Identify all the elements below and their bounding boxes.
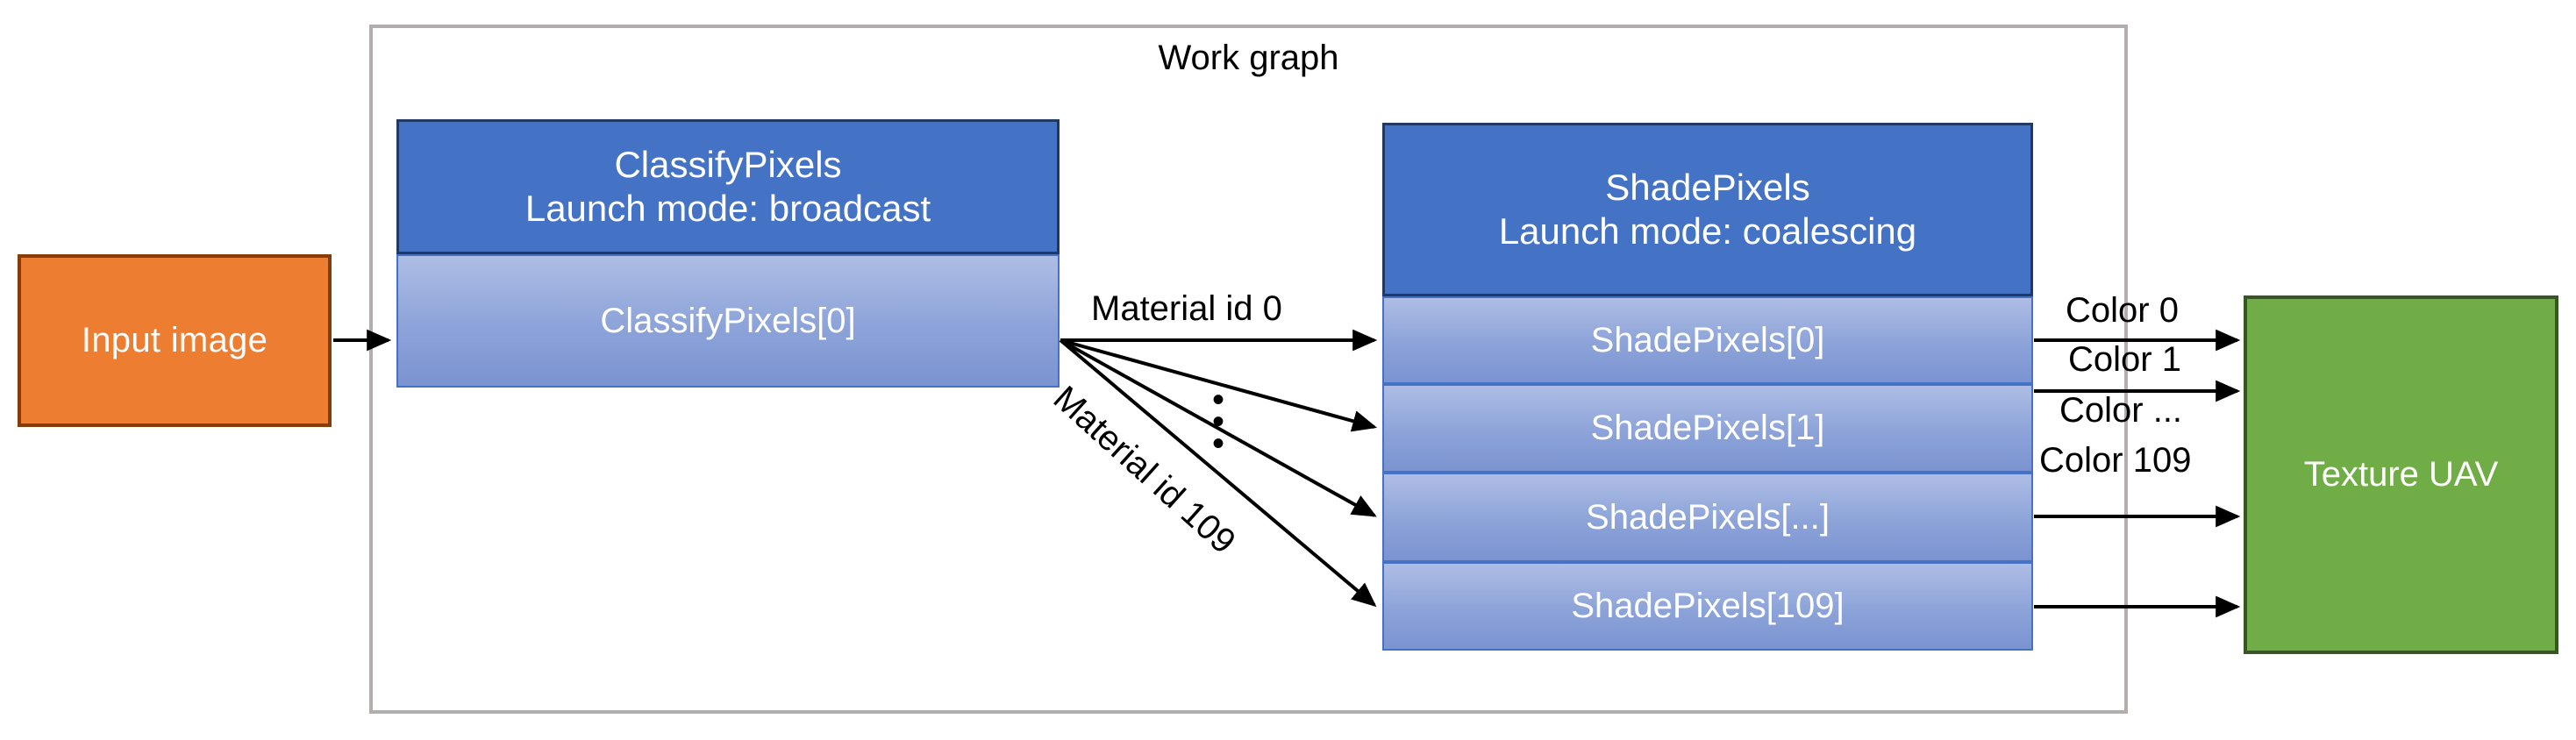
- classify-pixels-header[interactable]: ClassifyPixels Launch mode: broadcast: [396, 119, 1060, 254]
- shade-pixels-instance-row[interactable]: ShadePixels[...]: [1382, 473, 2033, 562]
- edge-label-material-id-0: Material id 0: [1091, 289, 1282, 328]
- shade-pixels-name: ShadePixels: [1605, 167, 1810, 209]
- ellipsis-dot: •: [1212, 402, 1225, 441]
- shade-pixels-instance-row[interactable]: ShadePixels[1]: [1382, 384, 2033, 473]
- classify-pixels-launch-mode: Launch mode: broadcast: [524, 188, 931, 229]
- work-graph-container: [369, 25, 2128, 714]
- texture-uav-node[interactable]: Texture UAV: [2244, 295, 2558, 654]
- edge-label-color-0: Color 0: [2066, 291, 2179, 330]
- shade-pixels-instance-label: ShadePixels[0]: [1590, 320, 1825, 359]
- shade-pixels-launch-mode: Launch mode: coalescing: [1498, 210, 1917, 252]
- shade-pixels-instance-label: ShadePixels[...]: [1586, 497, 1830, 537]
- ellipsis-dot: •: [1212, 423, 1225, 463]
- edge-label-color-dots: Color ...: [2059, 391, 2183, 430]
- shade-pixels-header[interactable]: ShadePixels Launch mode: coalescing: [1382, 123, 2033, 296]
- shade-pixels-instance-label: ShadePixels[1]: [1590, 409, 1825, 447]
- classify-pixels-name: ClassifyPixels: [614, 144, 842, 186]
- edge-label-color-109: Color 109: [2039, 441, 2192, 480]
- work-graph-title: Work graph: [1158, 39, 1339, 77]
- classify-pixels-instance-label: ClassifyPixels[0]: [600, 301, 856, 340]
- shade-pixels-instance-row[interactable]: ShadePixels[109]: [1382, 562, 2033, 651]
- shade-pixels-instance-label: ShadePixels[109]: [1571, 587, 1845, 625]
- ellipsis-dot: •: [1212, 381, 1225, 419]
- shade-pixels-instance-row[interactable]: ShadePixels[0]: [1382, 296, 2033, 384]
- classify-pixels-instance-row[interactable]: ClassifyPixels[0]: [396, 254, 1060, 388]
- input-image-node[interactable]: Input image: [18, 254, 332, 427]
- texture-uav-label: Texture UAV: [2303, 455, 2499, 494]
- edge-label-color-1: Color 1: [2068, 340, 2181, 379]
- material-ellipsis-icon: • • •: [1212, 381, 1225, 463]
- input-image-label: Input image: [81, 321, 268, 359]
